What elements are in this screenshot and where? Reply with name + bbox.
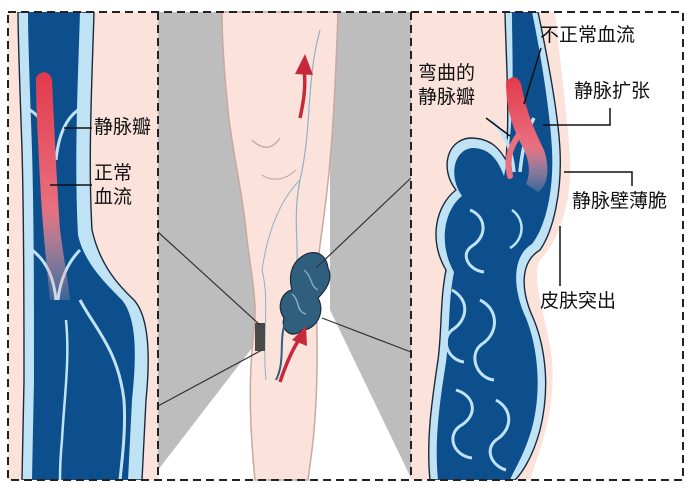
label-venous-valve: 静脉瓣 <box>94 116 152 138</box>
healthy-vein-panel <box>8 12 158 480</box>
leg <box>221 11 339 481</box>
label-normal-flow-line2: 血流 <box>94 186 133 208</box>
label-vein-dilation: 静脉扩张 <box>574 80 651 102</box>
label-curved-valve-line1: 弯曲的 <box>418 62 476 84</box>
normal-flow <box>36 72 70 300</box>
label-curved-valve-line2: 静脉瓣 <box>418 86 476 108</box>
label-normal-flow-line1: 正常 <box>94 162 133 184</box>
flow-arrow-upper <box>295 54 313 119</box>
varicose-vein-panel <box>411 12 683 480</box>
label-thin-vein-wall: 静脉壁薄脆 <box>572 190 668 212</box>
zoom-target <box>255 323 265 351</box>
healthy-vein-lumen <box>28 12 135 480</box>
label-skin-bulge: 皮肤突出 <box>540 290 617 312</box>
abnormal-flow <box>506 77 548 192</box>
right-zoom-beam <box>330 12 411 478</box>
flow-arrow-lower <box>278 326 307 383</box>
leg-panel <box>157 11 412 481</box>
label-abnormal-flow: 不正常血流 <box>540 24 636 46</box>
